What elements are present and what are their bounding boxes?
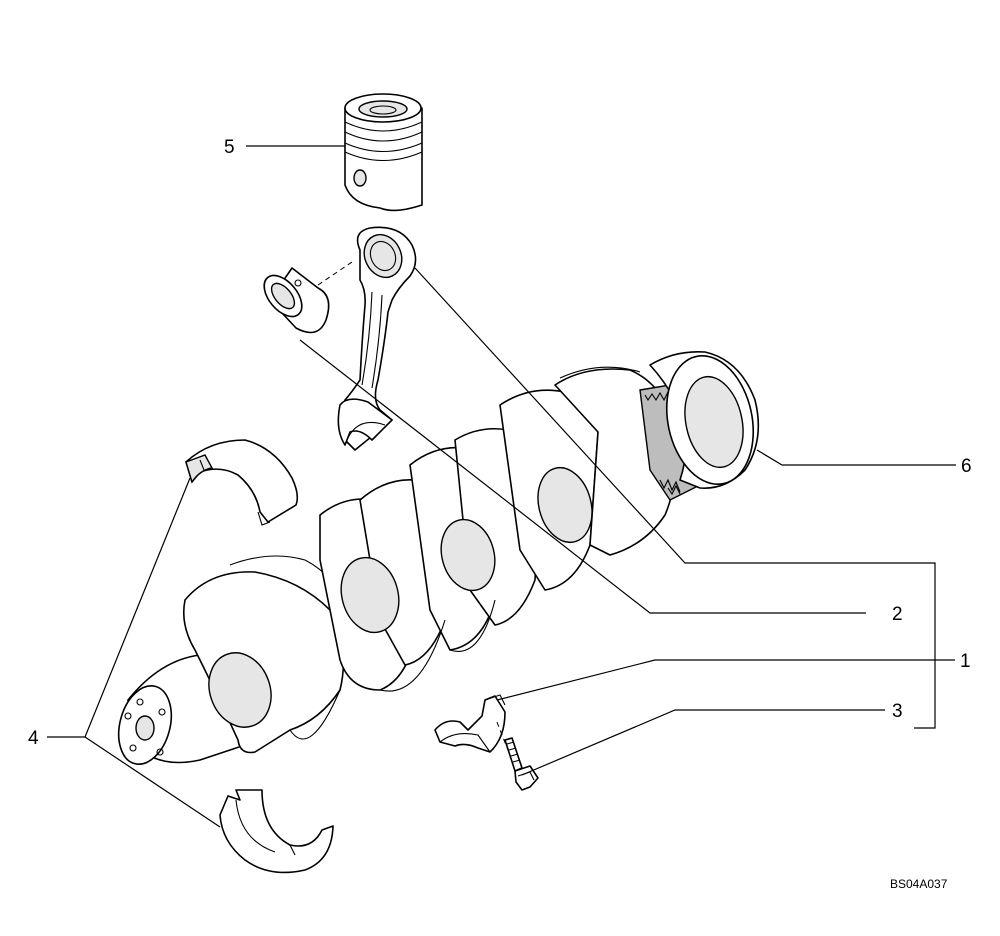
connecting-rod-icon: [337, 226, 417, 451]
main-bearing-shell-lower-icon: [219, 789, 334, 874]
crankshaft-icon: [117, 366, 678, 765]
drawing-code: BS04A037: [890, 877, 948, 891]
crankshaft-gear-icon: [639, 350, 760, 501]
callout-3: 3: [892, 701, 903, 722]
callout-1: 1: [960, 651, 971, 672]
callout-4: 4: [28, 728, 39, 749]
main-bearing-shell-upper-icon: [185, 439, 299, 526]
callout-2: 2: [892, 604, 903, 625]
piston-icon: [344, 93, 423, 212]
callout-5: 5: [224, 137, 235, 158]
leader-lines: [47, 145, 956, 828]
callout-6: 6: [961, 456, 972, 477]
connecting-rod-cap-icon: [434, 694, 506, 753]
piston-pin-bushing-icon: [263, 267, 330, 334]
connecting-rod-bolt-icon: [504, 737, 539, 791]
